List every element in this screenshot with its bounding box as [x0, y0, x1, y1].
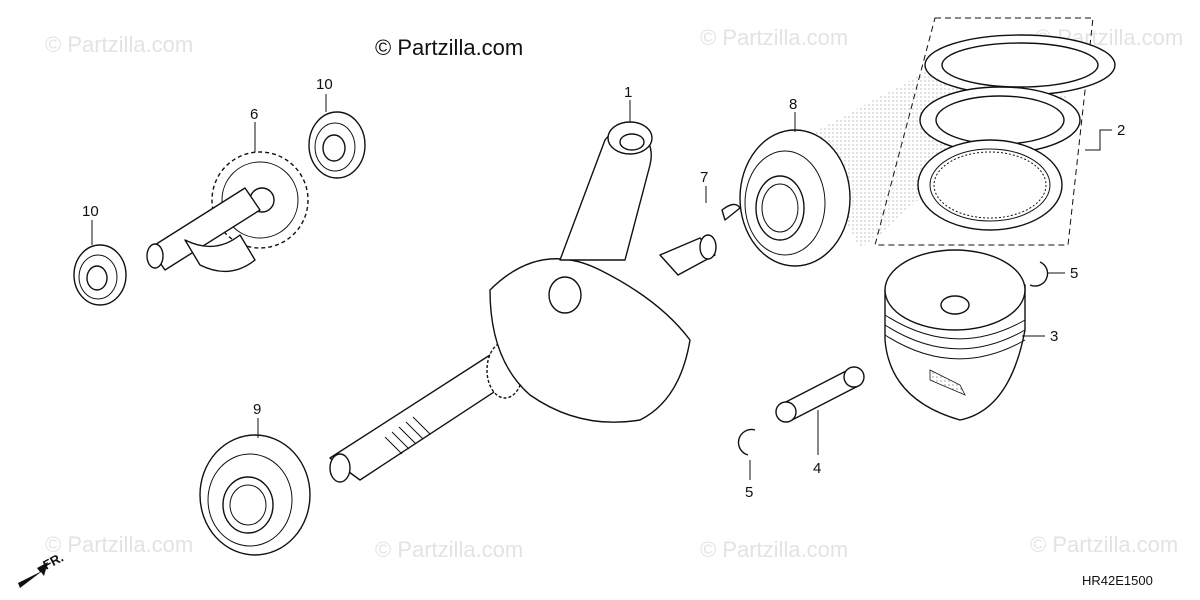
callout-10-upper: 10 — [316, 76, 333, 93]
callouts: 1 2 3 4 5 5 6 7 8 9 10 10 — [82, 76, 1125, 501]
leader-lines — [91, 94, 1112, 480]
callout-6: 6 — [250, 106, 258, 123]
copyright-text: © Partzilla.com — [375, 35, 523, 60]
woodruff-key[interactable] — [721, 203, 741, 221]
watermarks: © Partzilla.com © Partzilla.com © Partzi… — [45, 25, 1183, 562]
crankshaft-assembly[interactable] — [329, 121, 717, 483]
piston-ring-set[interactable] — [800, 17, 1116, 248]
callout-5-upper: 5 — [1070, 265, 1078, 282]
watermark-text: © Partzilla.com — [1030, 532, 1178, 557]
front-arrow-icon — [18, 562, 48, 588]
balancer-bearing-upper[interactable] — [308, 111, 366, 179]
oil-ring — [917, 139, 1063, 231]
watermark-text: © Partzilla.com — [700, 25, 848, 50]
crankshaft-bearing-right[interactable] — [739, 129, 851, 267]
watermark-text: © Partzilla.com — [375, 537, 523, 562]
callout-5-lower: 5 — [745, 484, 753, 501]
callout-2: 2 — [1117, 122, 1125, 139]
callout-9: 9 — [253, 401, 261, 418]
crankshaft-bearing-left[interactable] — [199, 434, 311, 556]
diagram-code: HR42E1500 — [1082, 573, 1153, 588]
watermark-text: © Partzilla.com — [45, 532, 193, 557]
piston-pin-clip[interactable] — [737, 428, 756, 456]
balancer-bearing-lower[interactable] — [73, 244, 127, 306]
piston[interactable] — [884, 249, 1026, 421]
piston-pin-clip[interactable] — [1029, 261, 1049, 287]
watermark-text: © Partzilla.com — [700, 537, 848, 562]
balancer-shaft[interactable] — [146, 151, 309, 273]
callout-7: 7 — [700, 169, 708, 186]
piston-pin[interactable] — [775, 366, 865, 423]
crankshaft-web — [489, 258, 691, 423]
piston-pin-hole — [940, 295, 970, 315]
callout-4: 4 — [813, 460, 821, 477]
callout-10-lower: 10 — [82, 203, 99, 220]
callout-8: 8 — [789, 96, 797, 113]
callout-3: 3 — [1050, 328, 1058, 345]
callout-1: 1 — [624, 84, 632, 101]
piston-crown — [884, 249, 1026, 331]
watermark-text: © Partzilla.com — [45, 32, 193, 57]
ring-set-frame — [874, 17, 1094, 246]
front-direction-indicator: FR. — [18, 550, 66, 588]
